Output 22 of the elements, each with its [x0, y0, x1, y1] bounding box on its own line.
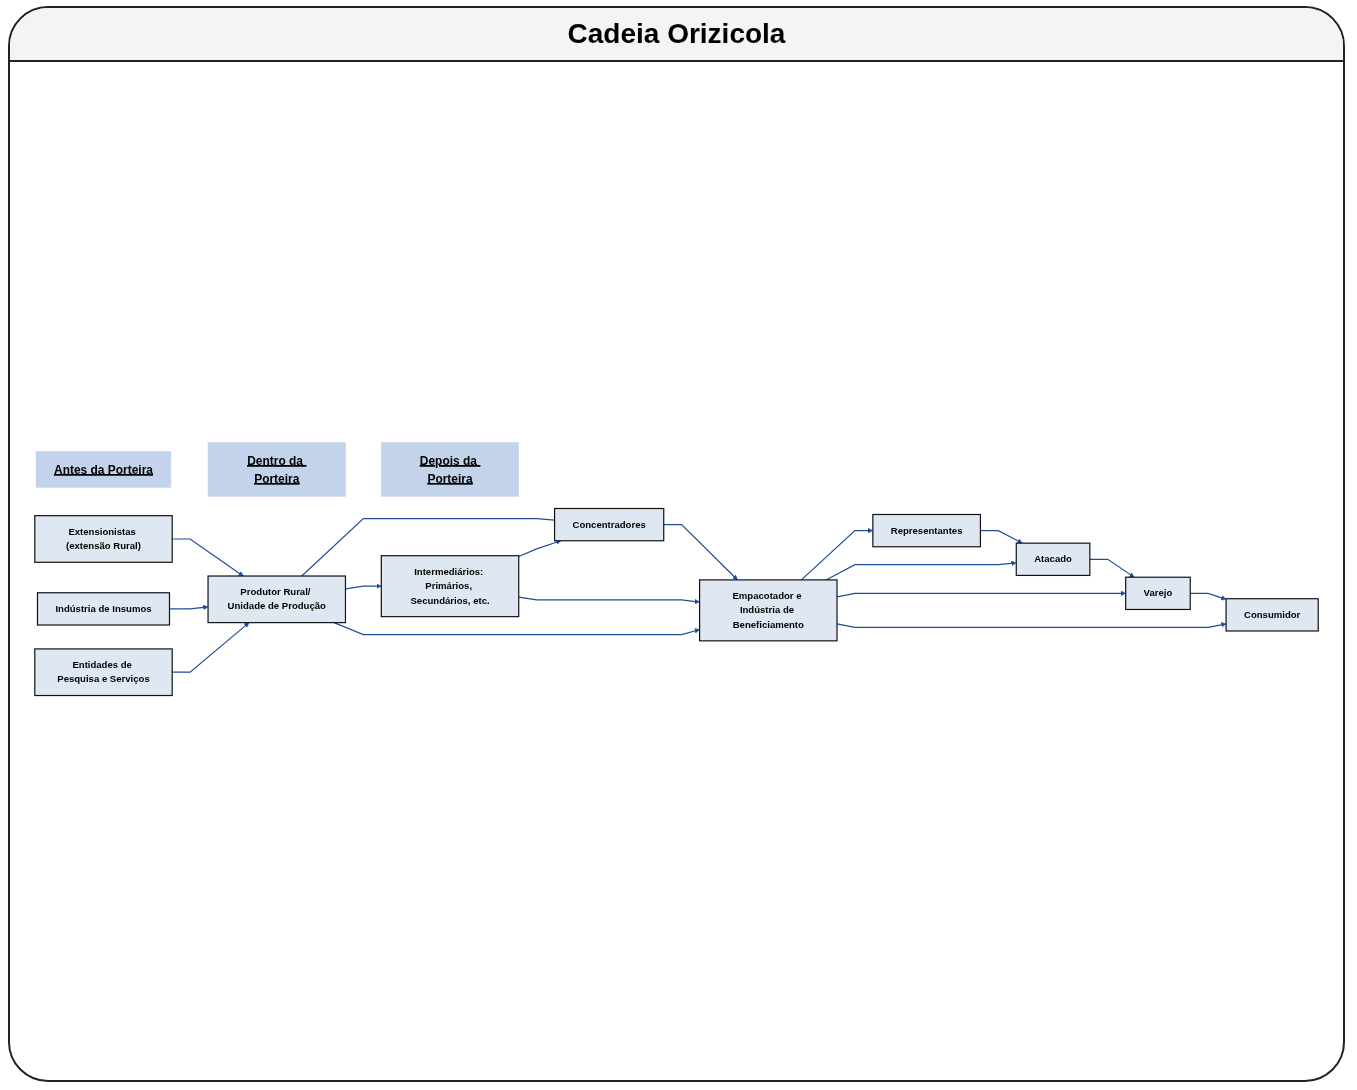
node-box [36, 592, 171, 626]
node-box [1015, 542, 1091, 576]
arrow [1089, 558, 1135, 578]
arrow [518, 539, 562, 558]
node-box [34, 515, 173, 563]
arrow [333, 622, 700, 636]
node-box [380, 555, 520, 618]
arrow [825, 560, 1017, 581]
arrow [518, 596, 700, 605]
node-box [1125, 576, 1191, 611]
node-box [381, 442, 520, 497]
node-box [554, 507, 665, 542]
node-box [207, 575, 347, 624]
node-box [872, 513, 982, 548]
node-box [34, 648, 173, 697]
title: Cadeia Orizicola [10, 8, 1343, 62]
node-box [35, 451, 172, 488]
node-box [1225, 598, 1319, 632]
node-box [207, 442, 346, 497]
arrow [663, 524, 738, 581]
diagram-frame: Cadeia Orizicola Antes da Porteira Dentro da Porteira Depois da Porteira Extensionistas (extensão Rural) Indústria de Insumos Entidades de Pesquisa e Serviços Produtor Rural/ Unidade de Produção Concentradores Intermediários: Primários, Secundários, etc. Representantes Atacado Varejo Consumidor Empacotador e Indústria de Beneficiamento [8, 6, 1345, 1082]
node-box [699, 579, 838, 642]
